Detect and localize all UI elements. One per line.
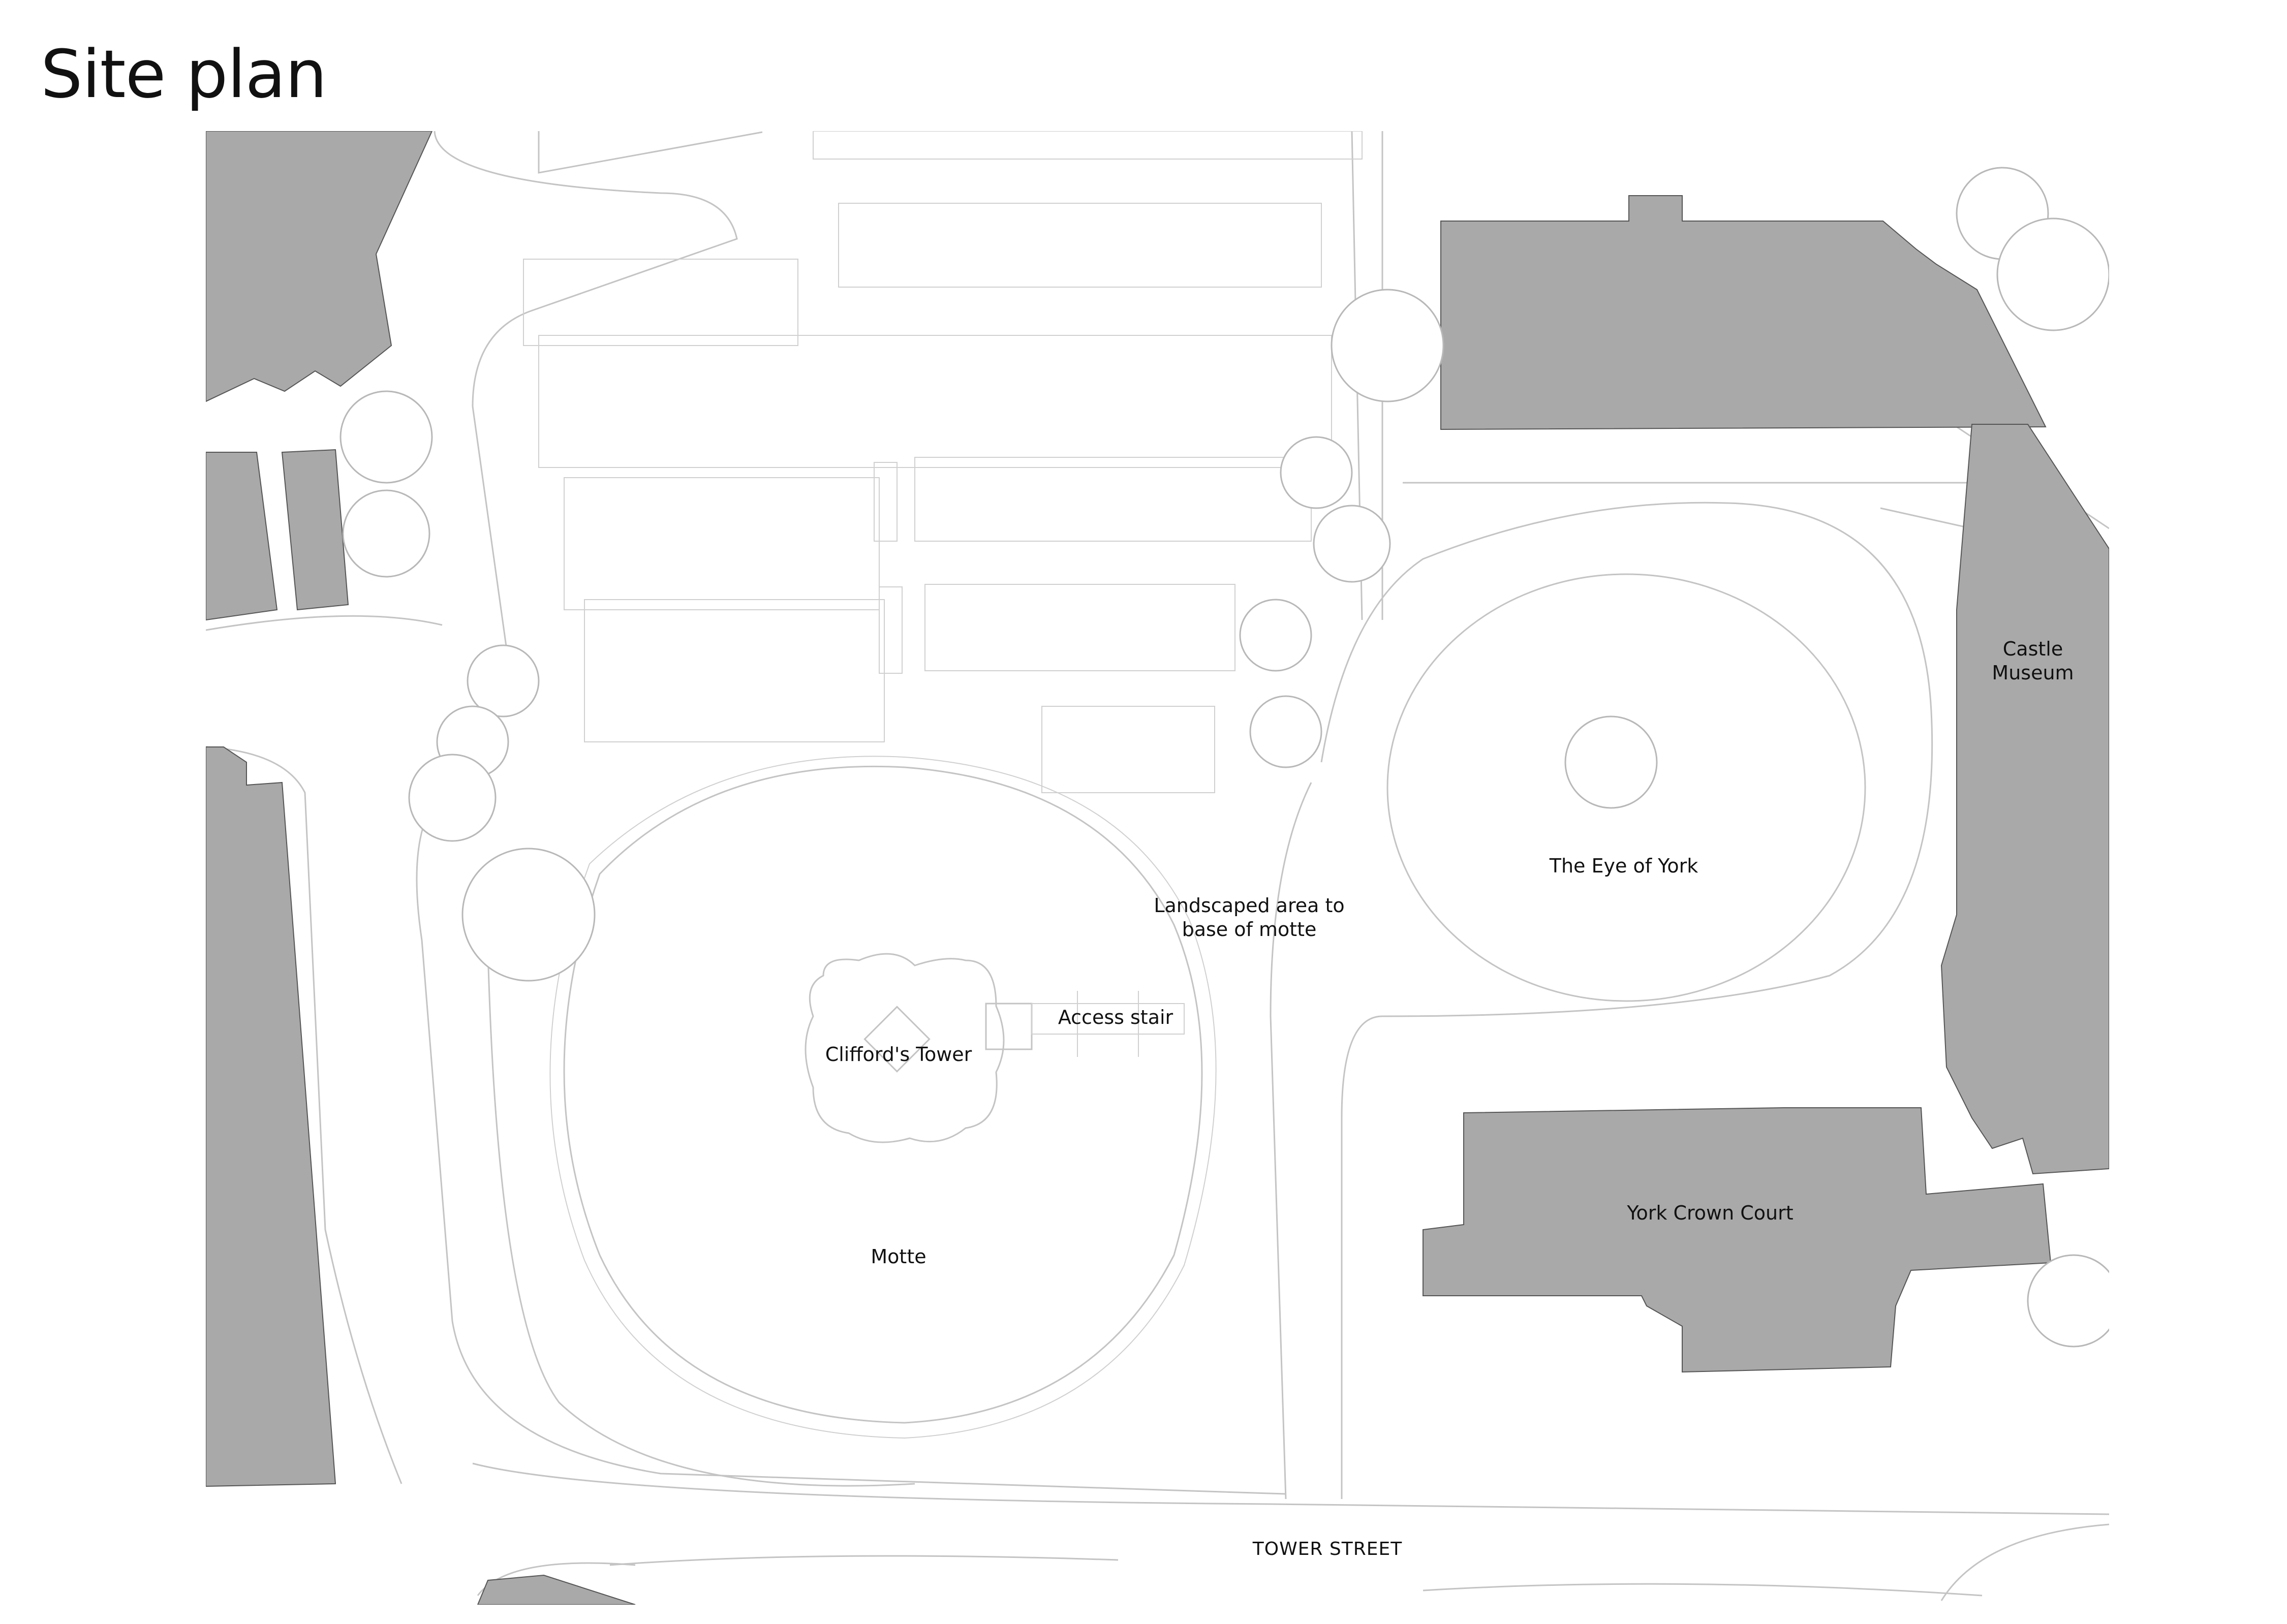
label-castle-museum-1: Castle (2003, 638, 2063, 660)
building-northwest (206, 131, 433, 402)
building-west-long (206, 746, 336, 1487)
building-castle-museum (1940, 424, 2109, 1175)
label-castle-museum-2: Museum (1992, 662, 2074, 684)
label-landscaped-1: Landscaped area to (1154, 894, 1344, 917)
label-eye-of-york: The Eye of York (1549, 855, 1698, 877)
building-north-east (1440, 195, 2047, 430)
trees (339, 167, 2109, 1348)
access-stair-plan (1077, 991, 1139, 1057)
label-york-crown-court: York Crown Court (1626, 1202, 1793, 1224)
buildings (206, 131, 2109, 1605)
building-west-block-b (281, 449, 349, 611)
building-south-west (477, 1574, 636, 1605)
label-motte: Motte (871, 1245, 926, 1268)
label-access-stair: Access stair (1058, 1006, 1173, 1028)
label-landscaped-2: base of motte (1182, 918, 1317, 941)
eye-of-york-lawn (1386, 573, 1866, 1002)
label-cliffords-tower: Clifford's Tower (825, 1043, 972, 1066)
building-west-block-a (206, 452, 278, 621)
cliffords-tower-plan (805, 953, 1185, 1143)
parking-bays (523, 131, 1363, 793)
motte-earthworks (487, 756, 1217, 1487)
page-title: Site plan (41, 36, 327, 113)
building-york-crown-court (1423, 1107, 2052, 1373)
label-tower-street: TOWER STREET (1252, 1539, 1402, 1559)
